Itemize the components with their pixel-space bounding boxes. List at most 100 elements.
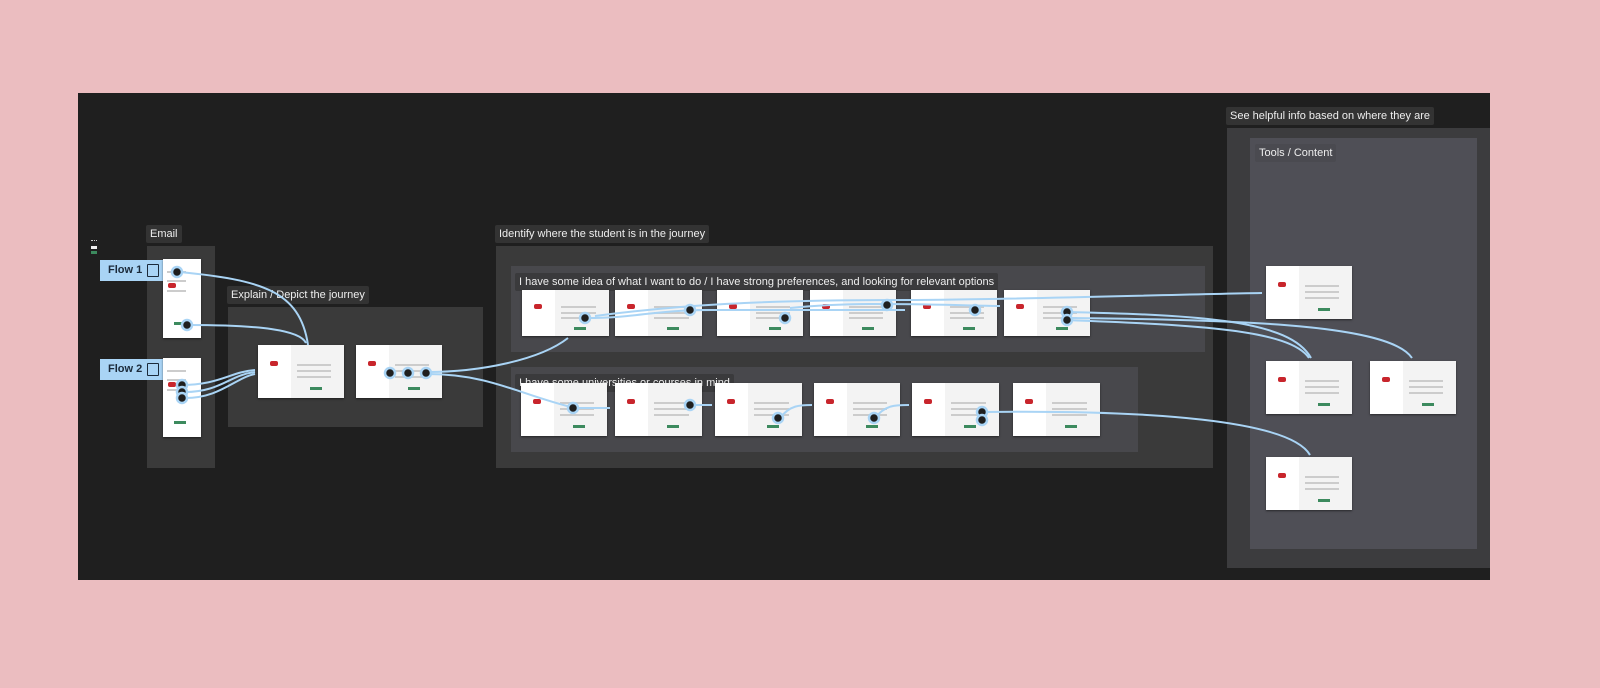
screen-frame-thumbnail[interactable] bbox=[1370, 361, 1456, 414]
brand-logo-icon bbox=[627, 398, 636, 404]
text-line bbox=[1304, 488, 1340, 491]
frame-thumb-icon bbox=[91, 246, 97, 249]
brand-logo-icon bbox=[727, 398, 736, 404]
text-line bbox=[848, 306, 884, 309]
text-line bbox=[166, 369, 186, 372]
text-line bbox=[559, 414, 595, 417]
flow-1-label: Flow 1 bbox=[108, 264, 143, 276]
brand-logo-icon bbox=[1016, 303, 1025, 309]
cta-button bbox=[964, 425, 977, 429]
text-line bbox=[1304, 284, 1340, 287]
cta-button bbox=[667, 326, 680, 330]
cta-button bbox=[768, 326, 781, 330]
text-line bbox=[1304, 379, 1340, 382]
screen-frame-thumbnail[interactable] bbox=[1266, 266, 1352, 319]
frame-panel bbox=[1370, 361, 1403, 414]
brand-logo-icon bbox=[1278, 376, 1287, 382]
frame-panel bbox=[912, 383, 946, 436]
text-line bbox=[166, 379, 186, 382]
cta-button bbox=[861, 326, 874, 330]
brand-logo-icon bbox=[1278, 281, 1287, 287]
cta-button bbox=[865, 425, 878, 429]
text-line bbox=[1408, 379, 1444, 382]
screen-frame-thumbnail[interactable] bbox=[911, 290, 997, 336]
helpful-section-label: See helpful info based on where they are bbox=[1226, 107, 1434, 125]
some-idea-label: I have some idea of what I want to do / … bbox=[515, 273, 999, 291]
text-line bbox=[166, 289, 186, 292]
text-line bbox=[561, 311, 596, 314]
brand-logo-icon bbox=[1278, 472, 1287, 478]
screen-frame-thumbnail[interactable] bbox=[522, 290, 609, 336]
text-line bbox=[296, 376, 332, 379]
text-line bbox=[951, 401, 986, 404]
frame-panel bbox=[356, 345, 389, 398]
tools-label: Tools / Content bbox=[1255, 144, 1337, 162]
text-line bbox=[654, 401, 689, 404]
cta-button bbox=[767, 425, 780, 429]
flow-1-badge[interactable]: Flow 1 bbox=[100, 260, 163, 281]
play-prototype-icon[interactable] bbox=[147, 363, 159, 376]
text-line bbox=[1042, 306, 1078, 309]
cta-button bbox=[572, 425, 585, 429]
brand-logo-icon bbox=[1382, 376, 1391, 382]
screen-frame-thumbnail[interactable] bbox=[615, 383, 702, 436]
frame-panel bbox=[717, 290, 750, 336]
frame-panel bbox=[810, 290, 843, 336]
frame-panel bbox=[1266, 266, 1299, 319]
frame-panel bbox=[258, 345, 291, 398]
screen-frame-thumbnail[interactable] bbox=[810, 290, 896, 336]
text-line bbox=[754, 407, 789, 410]
text-line bbox=[949, 317, 985, 320]
text-line bbox=[654, 317, 689, 320]
brand-logo-icon bbox=[923, 303, 932, 309]
screen-frame-thumbnail[interactable] bbox=[1266, 361, 1352, 414]
text-line bbox=[166, 280, 186, 283]
play-prototype-icon[interactable] bbox=[147, 264, 159, 277]
screen-frame-thumbnail[interactable] bbox=[1266, 457, 1352, 510]
cta-button bbox=[667, 425, 680, 429]
frame-panel bbox=[814, 383, 847, 436]
cta-button bbox=[574, 326, 587, 330]
text-line bbox=[1408, 392, 1444, 395]
frame-panel bbox=[521, 383, 554, 436]
text-line bbox=[1052, 414, 1087, 417]
screen-frame-thumbnail[interactable] bbox=[1013, 383, 1100, 436]
brand-logo-icon bbox=[924, 398, 933, 404]
frame-panel bbox=[615, 383, 649, 436]
cta-button bbox=[174, 421, 187, 425]
cta-button bbox=[962, 326, 975, 330]
frame-panel bbox=[715, 383, 749, 436]
identify-section-label: Identify where the student is in the jou… bbox=[495, 225, 710, 243]
brand-logo-icon bbox=[270, 360, 279, 366]
text-line bbox=[1304, 475, 1340, 478]
text-line bbox=[852, 407, 888, 410]
text-line bbox=[754, 401, 789, 404]
brand-logo-icon bbox=[729, 303, 738, 309]
text-line bbox=[755, 311, 791, 314]
frame-panel bbox=[1266, 457, 1299, 510]
text-line bbox=[951, 407, 986, 410]
frame-panel bbox=[1013, 383, 1047, 436]
email-section-label: Email bbox=[146, 225, 182, 243]
screen-frame-thumbnail[interactable] bbox=[258, 345, 344, 398]
screen-frame-thumbnail[interactable] bbox=[912, 383, 999, 436]
text-line bbox=[754, 414, 789, 417]
explain-section-label: Explain / Depict the journey bbox=[227, 286, 369, 304]
brand-logo-icon bbox=[534, 303, 543, 309]
text-line bbox=[848, 311, 884, 314]
screen-frame-thumbnail[interactable] bbox=[521, 383, 607, 436]
flow-2-label: Flow 2 bbox=[108, 363, 143, 375]
flow-2-badge[interactable]: Flow 2 bbox=[100, 359, 163, 380]
text-line bbox=[1052, 401, 1087, 404]
cta-button bbox=[1317, 308, 1330, 312]
text-line bbox=[1408, 385, 1444, 388]
more-icon[interactable] bbox=[91, 240, 97, 242]
cta-button bbox=[174, 322, 187, 326]
text-line bbox=[852, 401, 888, 404]
frame-thumb-icon bbox=[91, 251, 97, 254]
text-line bbox=[848, 317, 884, 320]
text-line bbox=[755, 317, 791, 320]
text-line bbox=[394, 363, 430, 366]
text-line bbox=[1304, 392, 1340, 395]
